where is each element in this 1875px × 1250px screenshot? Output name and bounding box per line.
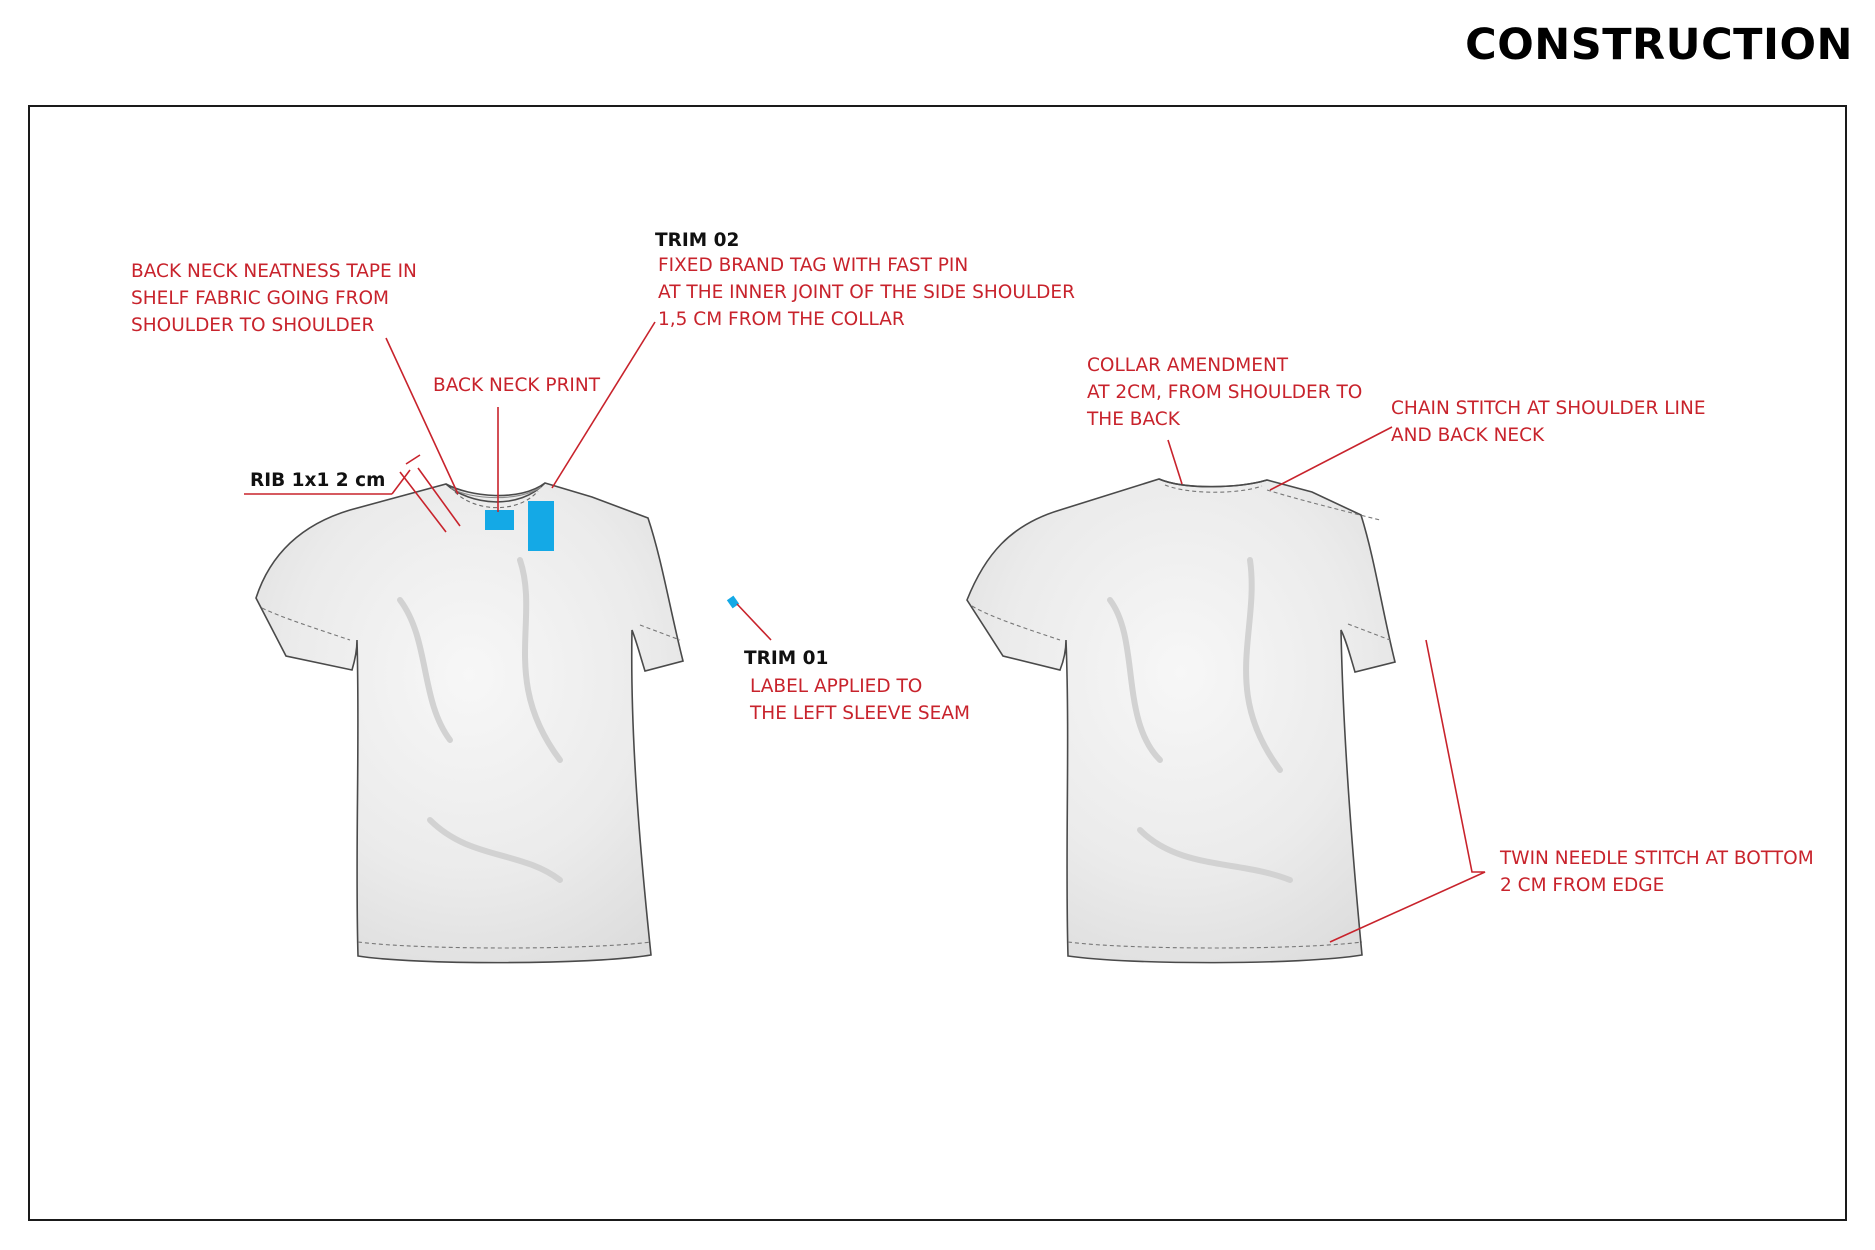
note-back-neck-print: BACK NECK PRINT bbox=[433, 372, 600, 399]
note-line: THE BACK bbox=[1087, 409, 1180, 430]
note-trim01: LABEL APPLIED TO THE LEFT SLEEVE SEAM bbox=[750, 673, 970, 727]
note-line: AT 2CM, FROM SHOULDER TO bbox=[1087, 382, 1363, 403]
rib-dim-b bbox=[417, 467, 461, 527]
note-line: THE LEFT SLEEVE SEAM bbox=[750, 703, 970, 724]
back-tshirt bbox=[966, 478, 1396, 964]
note-trim02: FIXED BRAND TAG WITH FAST PIN AT THE INN… bbox=[658, 252, 1075, 333]
note-line: COLLAR AMENDMENT bbox=[1087, 355, 1289, 376]
back-collar-stitch bbox=[1164, 484, 1263, 493]
note-line: BACK NECK NEATNESS TAPE IN bbox=[131, 261, 417, 282]
construction-frame bbox=[28, 105, 1847, 1221]
trim02-leader bbox=[551, 321, 656, 489]
rib-leader-diag bbox=[391, 469, 411, 495]
page-title: CONSTRUCTION bbox=[1465, 20, 1853, 70]
trim01-sleeve-label-marker bbox=[726, 595, 740, 609]
front-hem-stitch bbox=[357, 941, 652, 949]
back-fabric-wrinkles bbox=[1107, 557, 1293, 883]
back-collar bbox=[1158, 478, 1268, 488]
note-line: AT THE INNER JOINT OF THE SIDE SHOULDER bbox=[658, 282, 1075, 303]
note-line: TWIN NEEDLE STITCH AT BOTTOM bbox=[1500, 848, 1814, 869]
collar-leader bbox=[1167, 439, 1183, 485]
note-line: AND BACK NECK bbox=[1391, 425, 1545, 446]
note-line: FIXED BRAND TAG WITH FAST PIN bbox=[658, 255, 969, 276]
note-line: LABEL APPLIED TO bbox=[750, 676, 923, 697]
leader-lines bbox=[244, 321, 1486, 943]
trim02-brand-tag-marker bbox=[528, 501, 554, 551]
note-chain-stitch: CHAIN STITCH AT SHOULDER LINE AND BACK N… bbox=[1391, 395, 1706, 449]
note-line: BACK NECK PRINT bbox=[433, 375, 601, 396]
label-trim02: TRIM 02 bbox=[655, 230, 740, 251]
note-line: 1,5 CM FROM THE COLLAR bbox=[658, 309, 905, 330]
back-body-shape bbox=[966, 478, 1396, 964]
front-right-cuff-stitch bbox=[639, 624, 681, 641]
note-neck-tape: BACK NECK NEATNESS TAPE IN SHELF FABRIC … bbox=[131, 258, 417, 339]
note-line: SHELF FABRIC GOING FROM bbox=[131, 288, 389, 309]
rib-tick bbox=[405, 454, 421, 465]
neck-tape-leader bbox=[385, 337, 459, 495]
back-neck-print-marker bbox=[485, 510, 514, 530]
label-rib: RIB 1x1 2 cm bbox=[250, 470, 386, 491]
front-tshirt bbox=[255, 482, 740, 964]
note-line: CHAIN STITCH AT SHOULDER LINE bbox=[1391, 398, 1706, 419]
note-twin-needle: TWIN NEEDLE STITCH AT BOTTOM 2 CM FROM E… bbox=[1500, 845, 1814, 899]
front-body-shape bbox=[255, 482, 684, 964]
label-trim01: TRIM 01 bbox=[744, 648, 829, 669]
note-line: 2 CM FROM EDGE bbox=[1500, 875, 1665, 896]
front-fabric-wrinkles bbox=[397, 557, 563, 883]
twin-needle-leader bbox=[1329, 639, 1486, 943]
back-right-cuff-stitch bbox=[1347, 623, 1391, 641]
note-line: SHOULDER TO SHOULDER bbox=[131, 315, 375, 336]
rib-dim-a bbox=[399, 471, 447, 533]
note-collar-amendment: COLLAR AMENDMENT AT 2CM, FROM SHOULDER T… bbox=[1087, 352, 1362, 433]
back-hem-stitch bbox=[1067, 941, 1363, 949]
back-left-cuff-stitch bbox=[971, 605, 1061, 641]
front-collar-stitch bbox=[454, 490, 539, 509]
trim01-leader bbox=[736, 603, 772, 641]
chain-stitch-leader bbox=[1269, 426, 1393, 491]
front-left-cuff-stitch bbox=[261, 607, 351, 641]
